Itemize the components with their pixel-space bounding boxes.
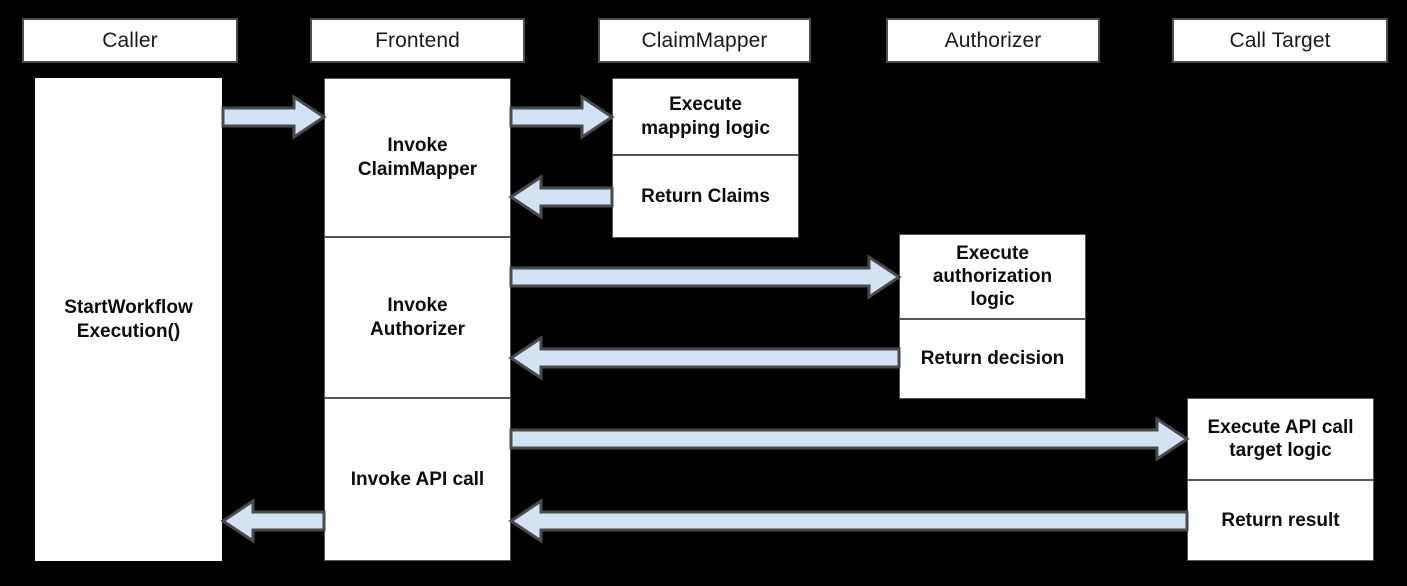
message-arrow-frontend-to-calltarget xyxy=(509,416,1190,462)
message-arrow-caller-to-frontend xyxy=(221,94,327,140)
activation-frontend-invoke-api-call: Invoke API call xyxy=(324,398,511,561)
activation-authorizer-execute-label: Execute authorization logic xyxy=(932,242,1053,311)
activation-calltarget-return-label: Return result xyxy=(1221,509,1340,531)
lane-header-calltarget: Call Target xyxy=(1172,18,1388,63)
message-arrow-frontend-to-authorizer xyxy=(509,254,902,300)
activation-claimmapper-return: Return Claims xyxy=(612,155,799,238)
activation-frontend-invoke-claimmapper: Invoke ClaimMapper xyxy=(324,78,511,237)
message-arrow-calltarget-to-frontend xyxy=(508,498,1189,544)
activation-authorizer-execute: Execute authorization logic xyxy=(899,234,1086,319)
activation-authorizer-return-label: Return decision xyxy=(920,348,1065,370)
lane-header-claimmapper: ClaimMapper xyxy=(598,18,811,63)
activation-calltarget-return: Return result xyxy=(1187,480,1374,561)
activation-calltarget-execute: Execute API call target logic xyxy=(1187,398,1374,480)
activation-calltarget-execute-label: Execute API call target logic xyxy=(1207,416,1354,461)
activation-claimmapper-return-label: Return Claims xyxy=(641,185,770,207)
activation-frontend-invoke-authorizer: Invoke Authorizer xyxy=(324,237,511,398)
message-arrow-frontend-to-claimmapper xyxy=(509,94,615,140)
message-arrow-authorizer-to-frontend xyxy=(508,335,901,381)
activation-claimmapper-execute-label: Execute mapping logic xyxy=(641,94,770,139)
activation-frontend-invoke-authorizer-label: Invoke Authorizer xyxy=(370,295,465,340)
message-arrow-claimmapper-to-frontend xyxy=(508,174,614,220)
activation-claimmapper-execute: Execute mapping logic xyxy=(612,78,799,155)
activation-frontend-invoke-api-call-label: Invoke API call xyxy=(350,468,485,490)
lane-header-frontend-label: Frontend xyxy=(375,28,460,52)
lane-header-frontend: Frontend xyxy=(310,18,525,63)
lane-header-authorizer-label: Authorizer xyxy=(944,28,1042,52)
lane-header-caller-label: Caller xyxy=(102,28,158,52)
activation-authorizer-return: Return decision xyxy=(899,319,1086,399)
activation-caller-start-label: StartWorkflow Execution() xyxy=(64,297,193,342)
activation-frontend-invoke-claimmapper-label: Invoke ClaimMapper xyxy=(357,135,478,180)
message-arrow-frontend-to-caller xyxy=(220,498,326,544)
lane-header-authorizer: Authorizer xyxy=(886,18,1100,63)
activation-caller-start: StartWorkflow Execution() xyxy=(35,78,222,561)
lane-header-claimmapper-label: ClaimMapper xyxy=(641,28,768,52)
lane-header-caller: Caller xyxy=(22,18,238,63)
lane-header-calltarget-label: Call Target xyxy=(1229,28,1331,52)
